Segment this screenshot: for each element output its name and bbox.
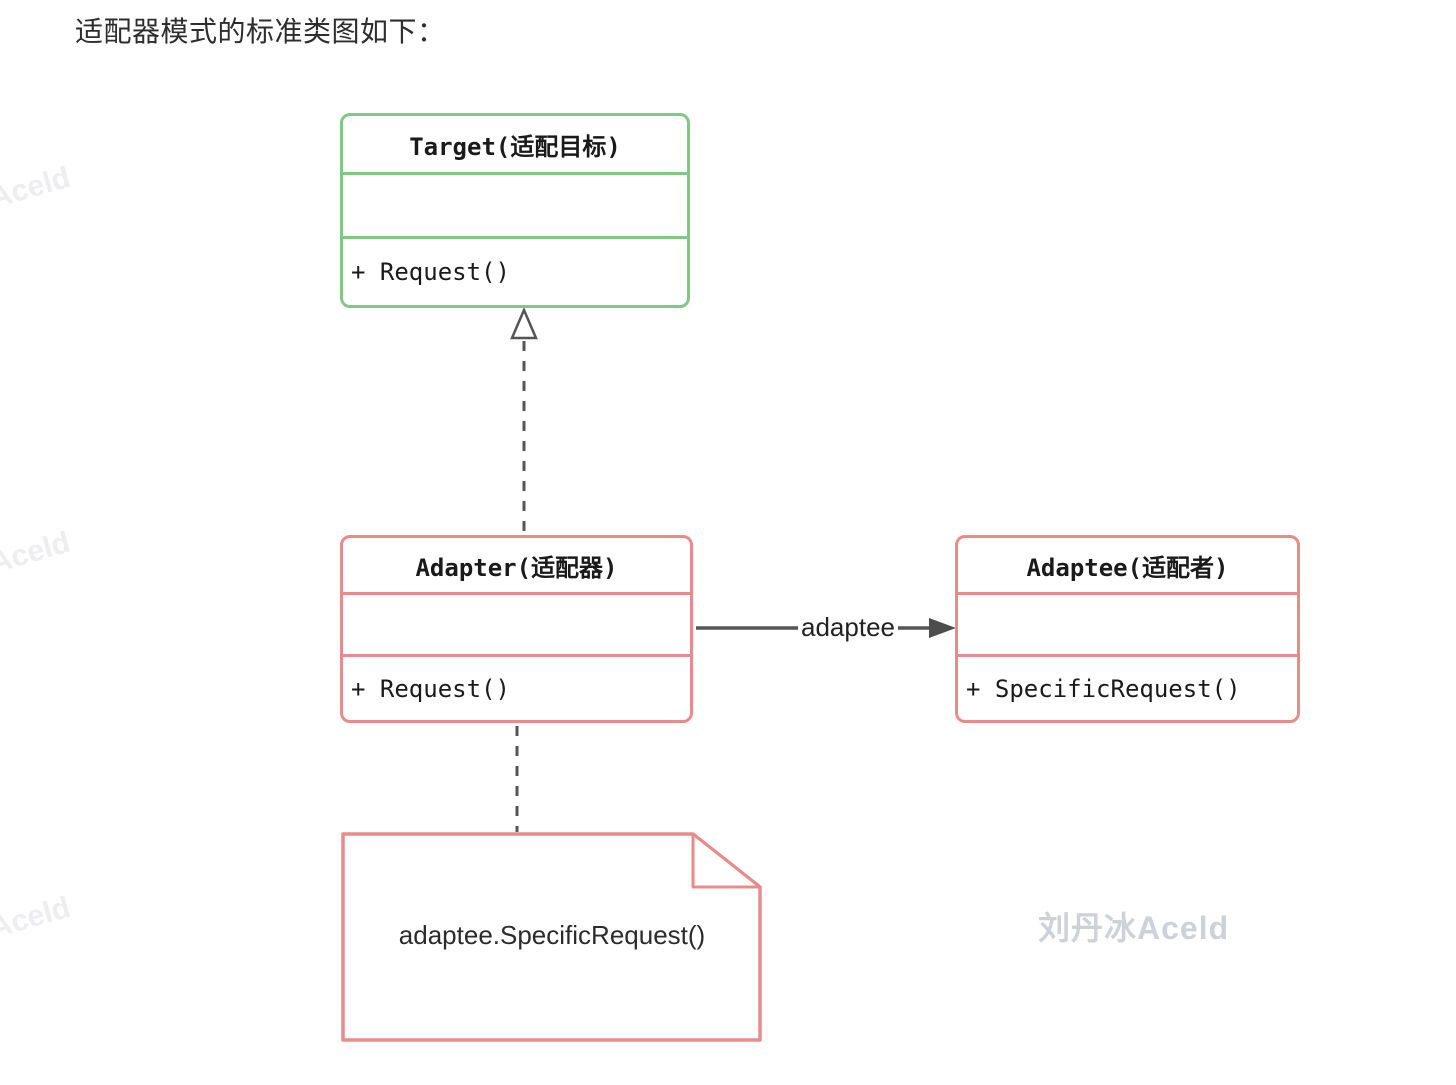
- watermark-side-2: 刘丹冰Aceld: [0, 525, 74, 605]
- note-fold-corner: [691, 832, 762, 889]
- class-adapter-attributes-section: [343, 595, 690, 657]
- note-text: adaptee.SpecificRequest(): [398, 920, 706, 950]
- watermark-side-3: 刘丹冰Aceld: [0, 890, 74, 970]
- association-filled-arrowhead: [929, 618, 956, 638]
- class-target-name: Target(适配目标): [343, 116, 687, 175]
- class-target-method: + Request(): [351, 258, 510, 286]
- class-adapter-name: Adapter(适配器): [343, 538, 690, 595]
- class-adaptee-method: + SpecificRequest(): [966, 674, 1241, 703]
- realization-hollow-triangle-arrowhead: [510, 306, 538, 340]
- class-adaptee-attributes-section: [958, 595, 1297, 657]
- association-label: adaptee: [798, 612, 898, 643]
- class-box-target: Target(适配目标) + Request(): [340, 113, 690, 308]
- class-target-attributes-section: [343, 175, 687, 239]
- page-title: 适配器模式的标准类图如下：: [75, 16, 446, 47]
- class-box-adapter: Adapter(适配器) + Request(): [340, 535, 693, 723]
- watermark-main: 刘丹冰Aceld: [1038, 910, 1230, 946]
- class-adaptee-name: Adaptee(适配者): [958, 538, 1297, 595]
- class-box-adaptee: Adaptee(适配者) + SpecificRequest(): [955, 535, 1300, 723]
- class-adapter-method: + Request(): [351, 674, 510, 703]
- watermark-side-1: 刘丹冰Aceld: [0, 160, 74, 240]
